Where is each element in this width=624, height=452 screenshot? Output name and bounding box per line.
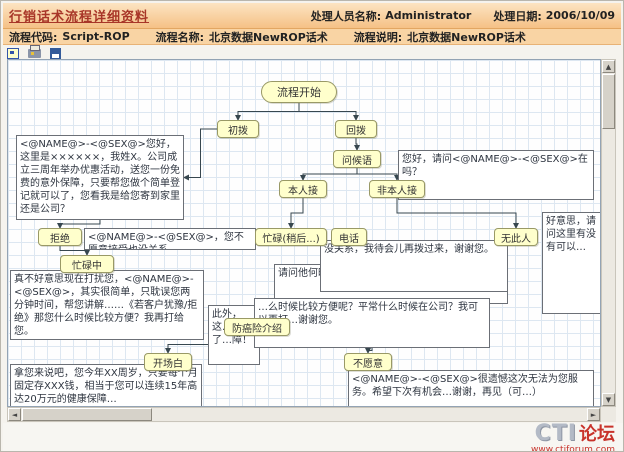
- print-icon: [27, 44, 41, 58]
- save-icon: [49, 47, 61, 59]
- flow-textbox-b10[interactable]: 拿您来说吧，您今年XX周岁，只要每个月固定存XXX钱，相当于您可以连续15年高达…: [10, 364, 202, 406]
- flow-node-buyuanyi[interactable]: 不愿意: [344, 353, 392, 371]
- flow-node-feibenren[interactable]: 非本人接: [369, 180, 425, 198]
- scroll-right-button[interactable]: ►: [587, 408, 600, 421]
- flow-desc-label: 流程说明:: [353, 30, 403, 44]
- scroll-up-button[interactable]: ▲: [602, 60, 615, 73]
- page-title: 行销话术流程详细资料: [9, 10, 150, 25]
- flow-diagram-button[interactable]: [5, 46, 21, 60]
- flow-code-value: Script-ROP: [62, 30, 130, 43]
- flow-textbox-b7[interactable]: 好意思，请问这里有没有可以…: [542, 212, 600, 314]
- date-label: 处理日期:: [493, 9, 542, 23]
- flow-node-mangluzhong[interactable]: 忙碌中: [60, 255, 114, 273]
- toolbar: [5, 44, 63, 60]
- flow-textbox-b1[interactable]: <@NAME@>-<@SEX@>您好，这里是××××××，我姓X。公司成立三周年…: [16, 135, 184, 220]
- flow-name-value: 北京数据NewROP话术: [209, 30, 328, 44]
- flow-node-chubo[interactable]: 初拨: [217, 120, 259, 138]
- flow-textbox-b4[interactable]: 没关系，我待会儿再拨过来，谢谢您。: [320, 240, 508, 292]
- cti-url: www.ctiforum.com: [530, 445, 615, 452]
- flow-node-benren[interactable]: 本人接: [279, 180, 327, 198]
- flow-node-wuciren[interactable]: 无此人: [494, 228, 538, 246]
- operator-label: 处理人员名称:: [310, 9, 382, 23]
- flow-info-bar: 流程代码: Script-ROP 流程名称: 北京数据NewROP话术 流程说明…: [3, 29, 621, 45]
- horizontal-scroll-thumb[interactable]: [22, 408, 152, 421]
- flow-textbox-b9[interactable]: …么时候比较方便呢？平常什么时候在公司？我可以再打…谢谢您。: [254, 298, 490, 348]
- save-button[interactable]: [47, 46, 63, 60]
- flow-name-label: 流程名称:: [155, 30, 205, 44]
- header-bar: 行销话术流程详细资料 处理人员名称: Administrator 处理日期: 2…: [3, 3, 621, 29]
- flow-diagram-icon: [7, 47, 19, 59]
- print-button[interactable]: [26, 44, 42, 60]
- flow-code-label: 流程代码:: [9, 30, 58, 44]
- flow-node-manglu_later[interactable]: 忙碌(稍后...): [255, 228, 327, 246]
- flow-node-huibo[interactable]: 回拨: [335, 120, 377, 138]
- vertical-scrollbar[interactable]: ▲ ▼: [601, 59, 616, 407]
- flow-node-jujue[interactable]: 拒绝: [38, 228, 82, 246]
- flow-node-dianhua[interactable]: 电话: [331, 228, 367, 246]
- horizontal-scrollbar[interactable]: ◄ ►: [7, 407, 601, 422]
- flow-textbox-b6[interactable]: 真不好意思现在打扰您，<@NAME@>-<@SEX@>，其实很简单，只耽误您两分…: [10, 270, 204, 340]
- date-value: 2006/10/09: [545, 9, 615, 22]
- cti-logo-text: CTI: [534, 421, 577, 446]
- flow-textbox-b11[interactable]: <@NAME@>-<@SEX@>很遗憾这次无法为您服务。希望下次有机会…谢谢，再…: [348, 370, 594, 406]
- operator-value: Administrator: [385, 9, 472, 22]
- flow-canvas[interactable]: <@NAME@>-<@SEX@>您好，这里是××××××，我姓X。公司成立三周年…: [7, 59, 601, 407]
- scrollbar-corner: [601, 407, 616, 422]
- vertical-scroll-thumb[interactable]: [602, 74, 615, 129]
- flow-node-start[interactable]: 流程开始: [261, 81, 337, 103]
- header-info: 处理人员名称: Administrator 处理日期: 2006/10/09: [311, 8, 615, 24]
- flow-node-wenhou[interactable]: 问候语: [333, 150, 381, 168]
- flow-node-kaichang[interactable]: 开场白: [144, 353, 192, 371]
- scroll-down-button[interactable]: ▼: [602, 393, 615, 406]
- forum-logo-text: 论坛: [579, 424, 615, 445]
- flow-node-fangai[interactable]: 防癌险介绍: [224, 318, 290, 336]
- flow-desc-value: 北京数据NewROP话术: [407, 30, 526, 44]
- flow-textbox-b2[interactable]: 您好，请问<@NAME@>-<@SEX@>在吗？: [398, 150, 594, 200]
- scroll-left-button[interactable]: ◄: [8, 408, 21, 421]
- flow-textbox-b3[interactable]: <@NAME@>-<@SEX@>，您不愿意接受也没关系…: [84, 228, 256, 250]
